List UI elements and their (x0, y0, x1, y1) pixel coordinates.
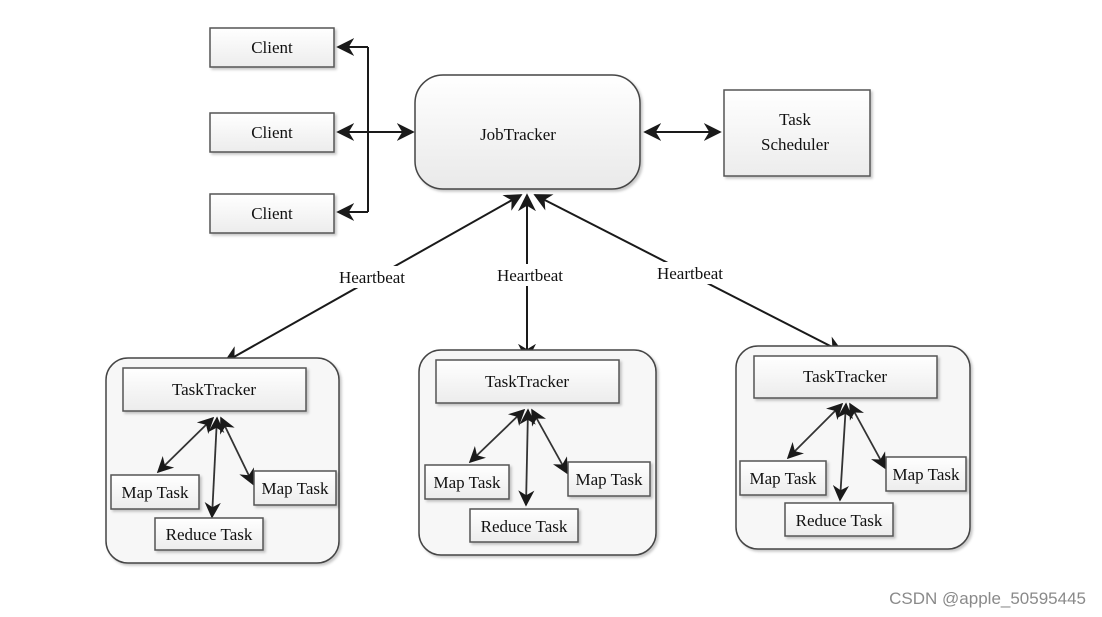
scheduler-label-line2: Scheduler (761, 135, 829, 154)
map-task-box-3a (739, 460, 827, 496)
tasktracker-box-2 (435, 359, 620, 404)
tasktracker-box-1 (122, 367, 307, 412)
map-task-box-2b (567, 461, 651, 497)
tasktracker-label-2: TaskTracker (485, 372, 569, 391)
tasktracker-group-3: TaskTracker Map Task Map Task Reduce Tas… (735, 345, 971, 550)
reduce-task-box-2 (469, 508, 579, 543)
jobtracker-node: JobTracker (414, 74, 641, 190)
map-task-label-2a: Map Task (434, 473, 501, 492)
client-box-1: Client (209, 27, 335, 68)
map-task-label-1b: Map Task (262, 479, 329, 498)
client-label-1: Client (251, 38, 293, 57)
task-scheduler-box: Task Scheduler (723, 89, 871, 177)
tasktracker-group-1: TaskTracker Map Task Map Task Reduce Tas… (105, 357, 340, 564)
reduce-task-box-1 (154, 517, 264, 551)
heartbeat-label-middle: Heartbeat (497, 266, 563, 285)
tasktracker-label-3: TaskTracker (803, 367, 887, 386)
map-task-label-1a: Map Task (122, 483, 189, 502)
heartbeat-label-right-group: Heartbeat (648, 262, 732, 284)
reduce-task-label-2: Reduce Task (481, 517, 568, 536)
client-label-3: Client (251, 204, 293, 223)
client-label-2: Client (251, 123, 293, 142)
map-task-label-3b: Map Task (893, 465, 960, 484)
client-box-3: Client (209, 193, 335, 234)
heartbeat-label-left-group: Heartbeat (330, 266, 414, 288)
map-task-label-2b: Map Task (576, 470, 643, 489)
map-task-label-3a: Map Task (750, 469, 817, 488)
scheduler-label-line1: Task (779, 110, 811, 129)
reduce-task-label-1: Reduce Task (166, 525, 253, 544)
tasktracker-box-3 (753, 355, 938, 399)
client-box-2: Client (209, 112, 335, 153)
heartbeat-label-left: Heartbeat (339, 268, 405, 287)
map-task-box-1a (110, 474, 200, 510)
map-task-box-1b (253, 470, 337, 506)
tasktracker-group-2: TaskTracker Map Task Map Task Reduce Tas… (418, 349, 657, 556)
map-task-box-2a (424, 464, 510, 500)
heartbeat-label-right: Heartbeat (657, 264, 723, 283)
reduce-task-box-3 (784, 502, 894, 537)
jobtracker-label: JobTracker (480, 125, 556, 144)
client-connector (336, 38, 415, 221)
heartbeat-label-middle-group: Heartbeat (488, 264, 572, 286)
reduce-task-label-3: Reduce Task (796, 511, 883, 530)
map-task-box-3b (885, 456, 967, 492)
csdn-watermark: CSDN @apple_50595445 (889, 589, 1086, 608)
tasktracker-label-1: TaskTracker (172, 380, 256, 399)
